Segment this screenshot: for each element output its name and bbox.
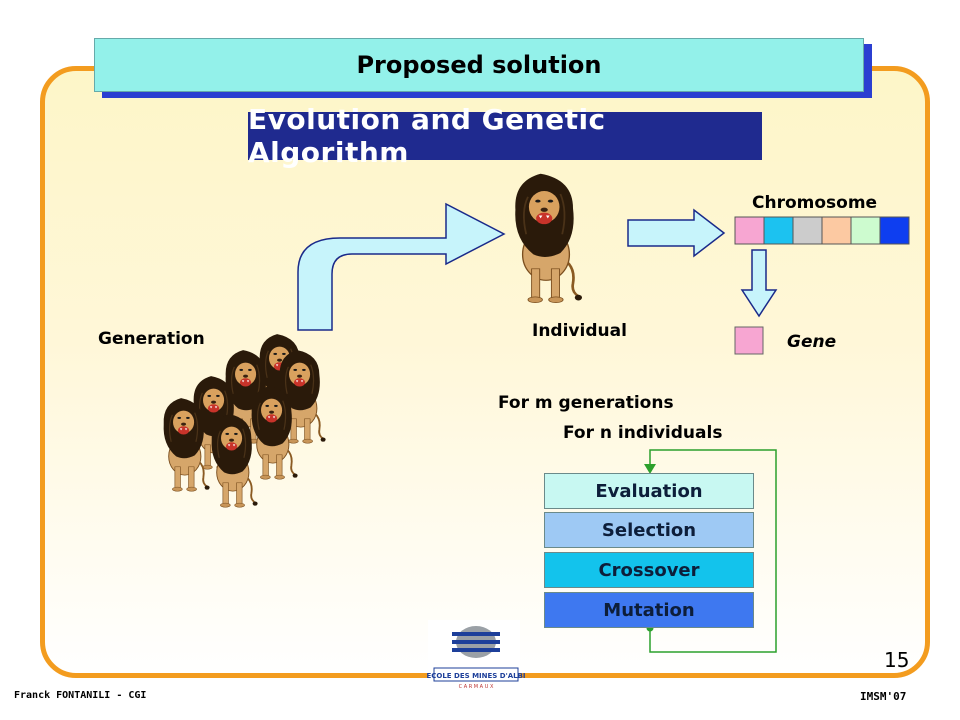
individual-lion-icon <box>513 172 584 304</box>
generation-to-individual-arrow <box>297 202 506 331</box>
chromosome-cell <box>850 216 881 245</box>
footer-conference: IMSM'07 <box>860 690 907 703</box>
slide-title: Proposed solution <box>94 38 864 92</box>
gene-cell <box>734 326 764 355</box>
chromosome-cell <box>821 216 852 245</box>
step-crossover: Crossover <box>544 552 754 588</box>
chromosome-cell <box>879 216 910 245</box>
generation-lions-icon <box>162 333 327 509</box>
individual-to-chromosome-arrow <box>627 208 726 258</box>
generation-label: Generation <box>98 329 205 349</box>
chromosome-cell <box>734 216 765 245</box>
individual-label: Individual <box>532 321 627 341</box>
school-logo: ECOLE DES MINES D'ALBI C A R M A U X <box>426 620 526 690</box>
chromosome-to-gene-arrow <box>740 249 778 318</box>
loop-line <box>649 449 777 653</box>
chromosome-cell <box>792 216 823 245</box>
loop-m-label: For m generations <box>498 393 674 413</box>
step-mutation: Mutation <box>544 592 754 628</box>
svg-text:C A R M A U X: C A R M A U X <box>459 684 494 690</box>
step-selection: Selection <box>544 512 754 548</box>
chromosome-cell <box>763 216 794 245</box>
footer-author: Franck FONTANILI - CGI <box>14 690 147 701</box>
gene-label: Gene <box>787 332 837 352</box>
loop-arrowhead <box>644 464 656 474</box>
chromosome-bar <box>734 216 910 245</box>
svg-text:ECOLE DES MINES D'ALBI: ECOLE DES MINES D'ALBI <box>426 672 525 680</box>
loop-n-label: For n individuals <box>563 423 723 443</box>
slide-subtitle: Evolution and Genetic Algorithm <box>248 103 762 169</box>
step-evaluation: Evaluation <box>544 473 754 509</box>
chromosome-label: Chromosome <box>752 193 878 213</box>
slide-panel <box>40 66 930 678</box>
page-number: 15 <box>884 648 910 672</box>
